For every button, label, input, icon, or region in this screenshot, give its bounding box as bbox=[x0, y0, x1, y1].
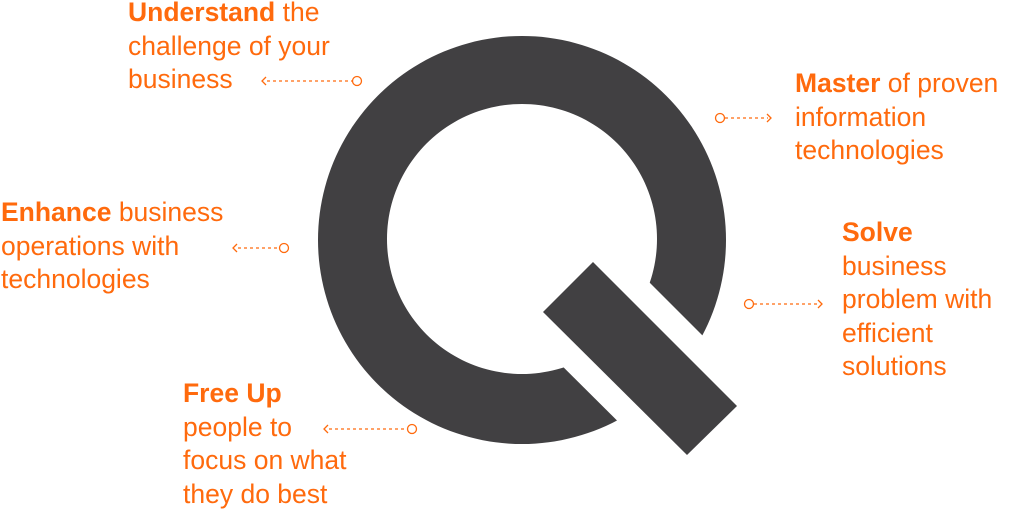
item-line: challenge of your bbox=[128, 30, 330, 64]
item-line: problem with bbox=[842, 283, 992, 317]
item-text: of proven bbox=[880, 68, 998, 98]
item-bold: Understand bbox=[128, 0, 275, 27]
item-line: business bbox=[128, 63, 330, 97]
connector-master bbox=[716, 114, 772, 123]
item-master: Master of proven information technologie… bbox=[795, 67, 998, 168]
item-line: business bbox=[842, 250, 992, 284]
connector-enhance bbox=[233, 244, 289, 253]
item-line: efficient bbox=[842, 317, 992, 351]
item-free-up: Free Up people to focus on what they do … bbox=[183, 377, 347, 511]
connector-solve bbox=[745, 300, 823, 309]
item-line: people to bbox=[183, 411, 347, 445]
item-bold: Free Up bbox=[183, 378, 282, 408]
item-enhance: Enhance business operations with technol… bbox=[1, 196, 223, 297]
item-text: business bbox=[111, 197, 223, 227]
item-line: technologies bbox=[1, 263, 223, 297]
item-line: they do best bbox=[183, 478, 347, 511]
item-line: information bbox=[795, 101, 998, 135]
item-text: the bbox=[275, 0, 319, 27]
q-logo-icon bbox=[318, 36, 790, 508]
item-line: operations with bbox=[1, 230, 223, 264]
item-line: technologies bbox=[795, 134, 998, 168]
item-bold: Enhance bbox=[1, 197, 111, 227]
item-line: focus on what bbox=[183, 444, 347, 478]
item-solve: Solve business problem with efficient so… bbox=[842, 216, 992, 384]
item-bold: Solve bbox=[842, 217, 913, 247]
item-bold: Master bbox=[795, 68, 880, 98]
item-line: solutions bbox=[842, 350, 992, 384]
item-understand: Understand the challenge of your busines… bbox=[128, 0, 330, 97]
